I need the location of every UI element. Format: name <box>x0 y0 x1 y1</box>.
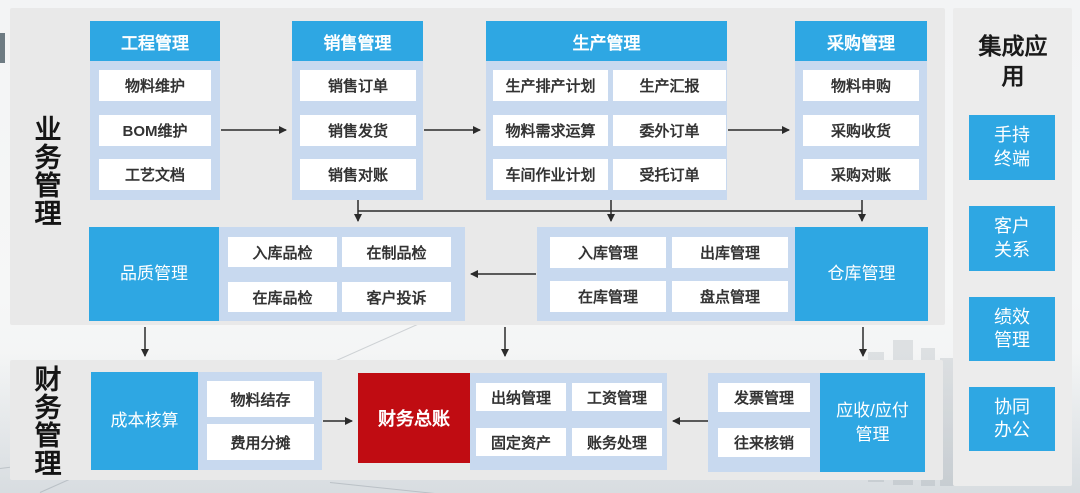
module-item: 入库管理 <box>550 237 666 268</box>
column-header-purchasing: 采购管理 <box>795 21 927 61</box>
cost-accounting-box: 成本核算 <box>91 372 198 470</box>
module-item: 受托订单 <box>613 159 726 190</box>
side-item-performance-management: 绩效管理 <box>969 297 1055 361</box>
warehouse-management-box: 仓库管理 <box>795 227 928 321</box>
module-item: 费用分摊 <box>207 424 314 460</box>
module-item: 物料维护 <box>99 70 211 101</box>
module-item: 出纳管理 <box>476 383 566 411</box>
module-item: 盘点管理 <box>672 281 788 312</box>
module-item: 物料结存 <box>207 381 314 417</box>
module-item: 委外订单 <box>613 115 726 146</box>
module-item: 车间作业计划 <box>493 159 608 190</box>
module-item: 物料需求运算 <box>493 115 608 146</box>
general-ledger-box: 财务总账 <box>358 373 470 463</box>
module-item: 出库管理 <box>672 237 788 268</box>
module-item: 销售对账 <box>300 159 416 190</box>
module-item: 在库管理 <box>550 281 666 312</box>
side-item-customer-relationship: 客户关系 <box>969 206 1055 271</box>
column-header-sales: 销售管理 <box>292 21 423 61</box>
module-item: 账务处理 <box>572 428 662 456</box>
column-header-production: 生产管理 <box>486 21 727 61</box>
module-item: 销售订单 <box>300 70 416 101</box>
background-photo-edge <box>0 33 5 63</box>
quality-management-box: 品质管理 <box>89 227 219 321</box>
receivable-payable-box: 应收/应付管理 <box>820 373 925 472</box>
module-item: 发票管理 <box>718 383 810 412</box>
business-section-label: 业务管理 <box>30 115 61 227</box>
module-item: 生产排产计划 <box>493 70 608 101</box>
module-item: 销售发货 <box>300 115 416 146</box>
module-item: 采购对账 <box>803 159 919 190</box>
module-item: 工资管理 <box>572 383 662 411</box>
module-item: 客户投诉 <box>342 282 451 312</box>
module-item: 在库品检 <box>228 282 337 312</box>
module-item: 生产汇报 <box>613 70 726 101</box>
module-item: 固定资产 <box>476 428 566 456</box>
module-item: BOM维护 <box>99 115 211 146</box>
side-item-collaborative-office: 协同办公 <box>969 387 1055 451</box>
module-item: 往来核销 <box>718 428 810 457</box>
module-item: 工艺文档 <box>99 159 211 190</box>
side-item-handheld-terminal: 手持终端 <box>969 115 1055 180</box>
module-item: 入库品检 <box>228 237 337 267</box>
module-item: 物料申购 <box>803 70 919 101</box>
module-item: 在制品检 <box>342 237 451 267</box>
finance-section-label: 财务管理 <box>30 365 61 477</box>
column-header-engineering: 工程管理 <box>90 21 220 61</box>
module-item: 采购收货 <box>803 115 919 146</box>
side-panel-title: 集成应用 <box>978 33 1048 89</box>
